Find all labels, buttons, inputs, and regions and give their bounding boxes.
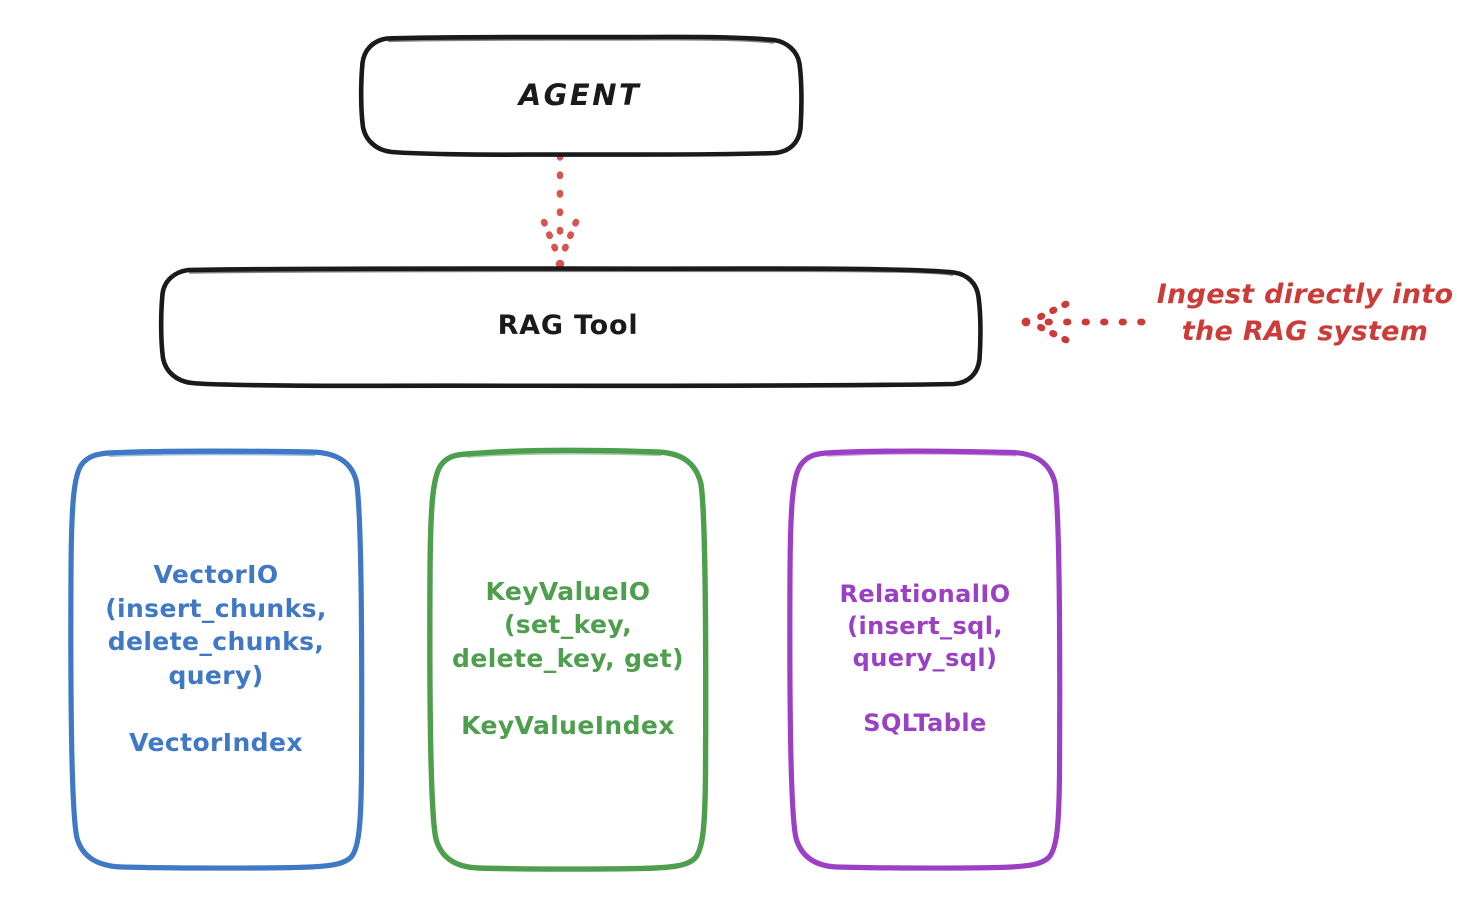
node-agent[interactable]: AGENT	[354, 34, 806, 157]
node-rag-tool[interactable]: RAG Tool	[156, 266, 983, 389]
ingest-annotation-text: Ingest directly into the RAG system	[1156, 279, 1454, 348]
node-agent-label: AGENT	[518, 78, 642, 113]
node-vector-io[interactable]: VectorIO (insert_chunks, delete_chunks, …	[68, 448, 365, 871]
node-rag-tool-label: RAG Tool	[497, 310, 639, 342]
node-relational-io-label: RelationalIO (insert_sql, query_sql) SQL…	[839, 580, 1011, 737]
node-relational-io[interactable]: RelationalIO (insert_sql, query_sql) SQL…	[787, 448, 1063, 871]
agent-to-rag-tool-dotted-arrow	[540, 152, 580, 269]
node-vector-io-label: VectorIO (insert_chunks, delete_chunks, …	[105, 560, 327, 757]
node-key-value-io-label: KeyValueIO (set_key, delete_key, get) Ke…	[452, 576, 684, 740]
node-key-value-io[interactable]: KeyValueIO (set_key, delete_key, get) Ke…	[427, 447, 709, 872]
ingest-dotted-arrow	[1021, 300, 1146, 344]
